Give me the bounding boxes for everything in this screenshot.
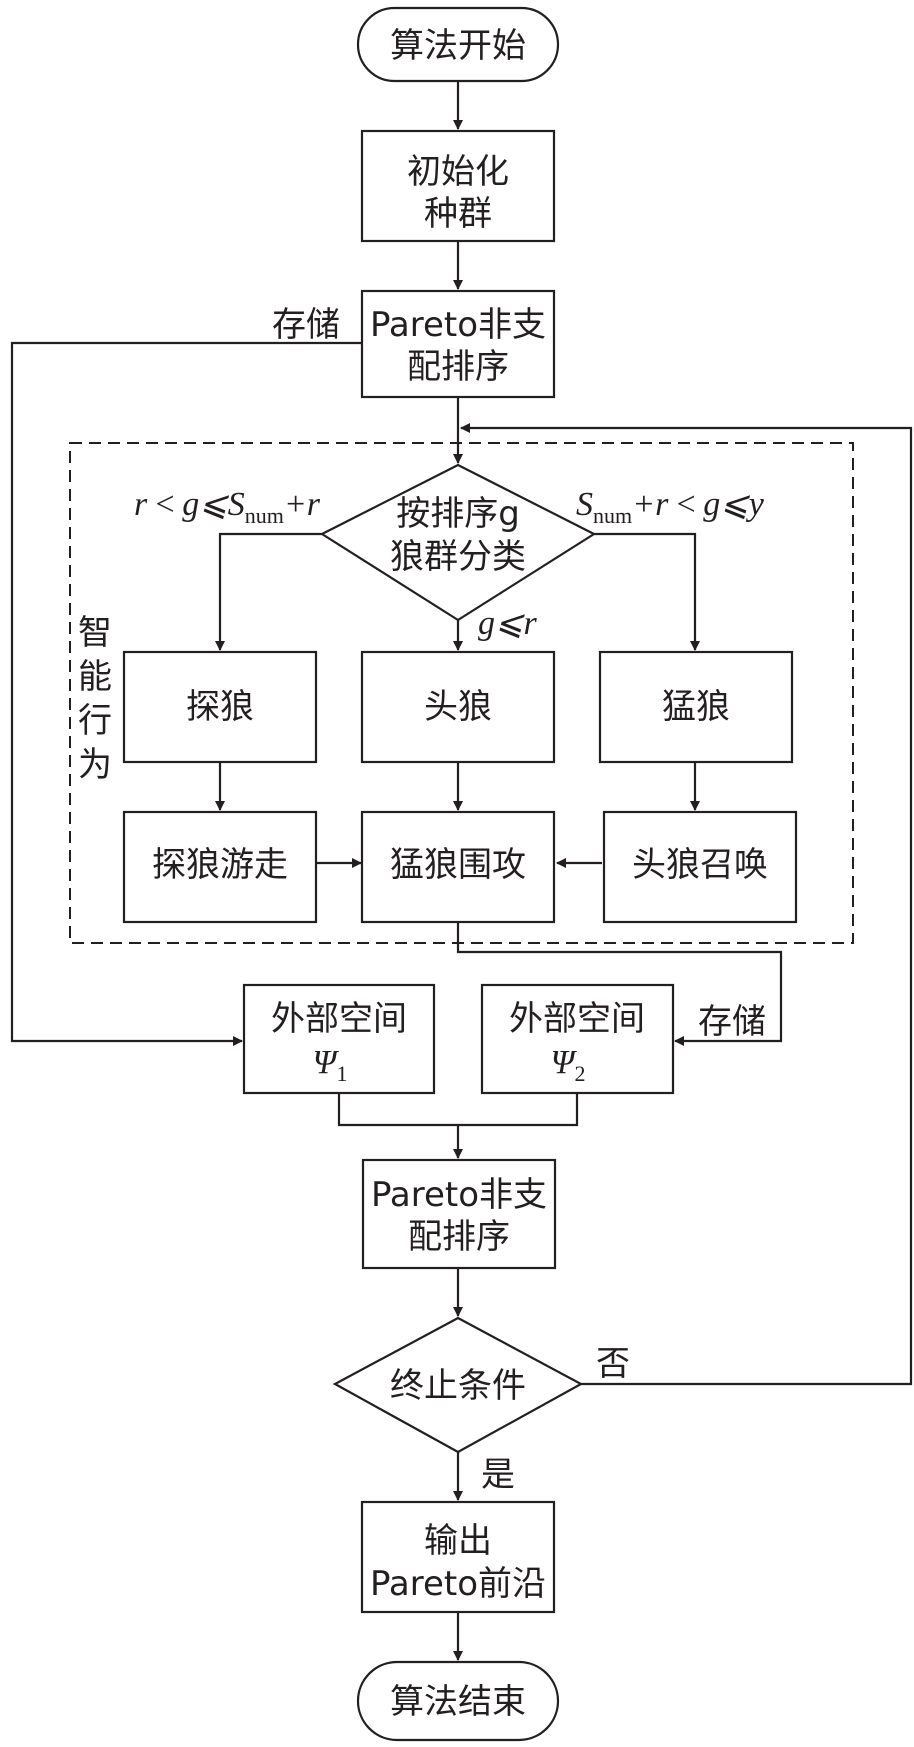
pareto-sort-node-1: [360, 289, 556, 399]
store-label-top: 存储: [272, 305, 340, 345]
edge-ext-merge: [337, 1092, 579, 1127]
lead-summon-node: [602, 810, 798, 924]
output-text-line2: Pareto前沿: [370, 1564, 546, 1604]
yes-label: 是: [481, 1455, 515, 1495]
explore-wolf-node: [122, 650, 318, 764]
external-space-2-symbol: Ψ2: [551, 1044, 586, 1086]
stop-condition-decision: [332, 1316, 584, 1454]
start-node: [356, 6, 560, 83]
pareto-sort-node-2: [361, 1158, 557, 1270]
stop-condition-text: 终止条件: [390, 1366, 526, 1406]
end-node: [356, 1660, 560, 1742]
group-label-char-1: 智: [78, 613, 112, 653]
edge-store-to-ext1: [10, 341, 363, 1046]
pareto-sort-2-line1: Pareto非支: [371, 1175, 547, 1215]
external-space-1-node: [242, 983, 436, 1095]
edge-classify-explore: [215, 532, 322, 651]
init-node: [360, 129, 556, 243]
explore-walk-text: 探狼游走: [152, 845, 288, 885]
lead-wolf-text: 头狼: [424, 687, 492, 727]
init-text-line2: 种群: [424, 194, 492, 234]
end-text: 算法结束: [390, 1682, 526, 1722]
edge-siege-to-ext2: [456, 922, 783, 1046]
condition-right-label: Snum+r<g⩽y: [576, 486, 765, 528]
pareto-sort-1-line2: 配排序: [407, 347, 509, 387]
output-text-line1: 输出: [424, 1521, 492, 1561]
external-space-1-label: 外部空间: [271, 999, 407, 1039]
fierce-wolf-text: 猛狼: [662, 687, 730, 727]
fierce-wolf-node: [598, 650, 794, 764]
external-space-2-label: 外部空间: [509, 999, 645, 1039]
external-space-1-symbol: Ψ1: [313, 1044, 348, 1086]
lead-wolf-node: [360, 650, 556, 764]
edge-classify-fierce: [594, 532, 700, 651]
condition-mid-label: g⩽r: [478, 605, 538, 642]
fierce-siege-node: [360, 810, 556, 924]
group-label-char-3: 行: [78, 701, 112, 741]
intelligent-behavior-group: [69, 442, 854, 944]
edge-stop-loop-back: [460, 423, 913, 1386]
group-label-char-2: 能: [78, 657, 112, 697]
output-node: [360, 1500, 556, 1614]
no-label: 否: [596, 1344, 630, 1384]
classify-decision: [319, 463, 597, 622]
pareto-sort-1-line1: Pareto非支: [370, 305, 546, 345]
lead-summon-text: 头狼召唤: [632, 845, 768, 885]
pareto-sort-2-line2: 配排序: [408, 1217, 510, 1257]
explore-wolf-text: 探狼: [186, 687, 254, 727]
external-space-2-node: [480, 983, 675, 1095]
condition-left-label: r<g⩽Snum+r: [134, 486, 321, 528]
store-label-right: 存储: [698, 1002, 766, 1042]
init-text-line1: 初始化: [407, 152, 509, 192]
explore-walk-node: [122, 810, 318, 924]
classify-text-line1: 按排序g: [396, 494, 520, 534]
group-label-char-4: 为: [78, 745, 112, 785]
start-text: 算法开始: [390, 26, 526, 66]
fierce-siege-text: 猛狼围攻: [390, 845, 526, 885]
classify-text-line2: 狼群分类: [390, 537, 526, 577]
